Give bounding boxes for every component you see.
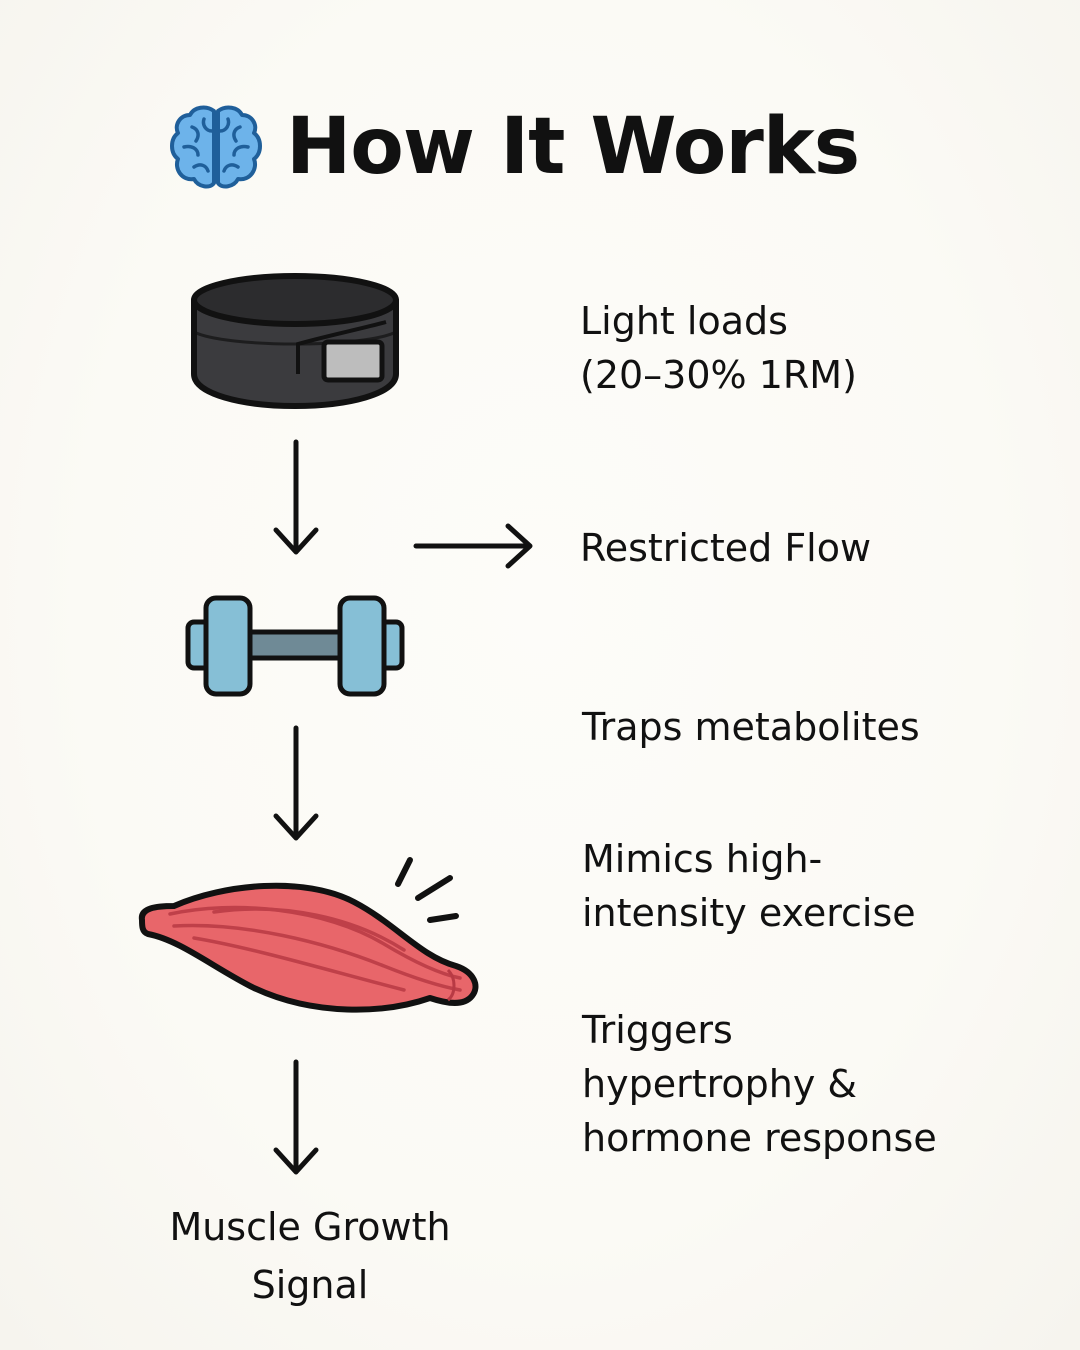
- arrow-down-icon: [273, 439, 319, 555]
- page-title: How It Works: [286, 102, 860, 192]
- label-mimics-high-intensity: Mimics high- intensity exercise: [582, 837, 916, 935]
- label-light-loads: Light loads (20–30% 1RM): [580, 299, 857, 397]
- dumbbell-icon: [185, 595, 405, 697]
- brain-icon: [170, 105, 262, 189]
- label-triggers-hypertrophy: Triggers hypertrophy & hormone response: [582, 1008, 937, 1160]
- muscle-icon: [138, 857, 479, 1013]
- arrow-down-icon: [273, 1059, 319, 1175]
- title-row: How It Works: [166, 92, 860, 202]
- result-muscle-growth-signal: Muscle Growth Signal: [169, 1205, 451, 1307]
- arrow-right-icon: [413, 523, 533, 569]
- belt-icon: [191, 273, 399, 409]
- label-restricted-flow: Restricted Flow: [580, 526, 872, 570]
- arrow-down-icon: [273, 725, 319, 841]
- label-traps-metabolites: Traps metabolites: [582, 705, 920, 749]
